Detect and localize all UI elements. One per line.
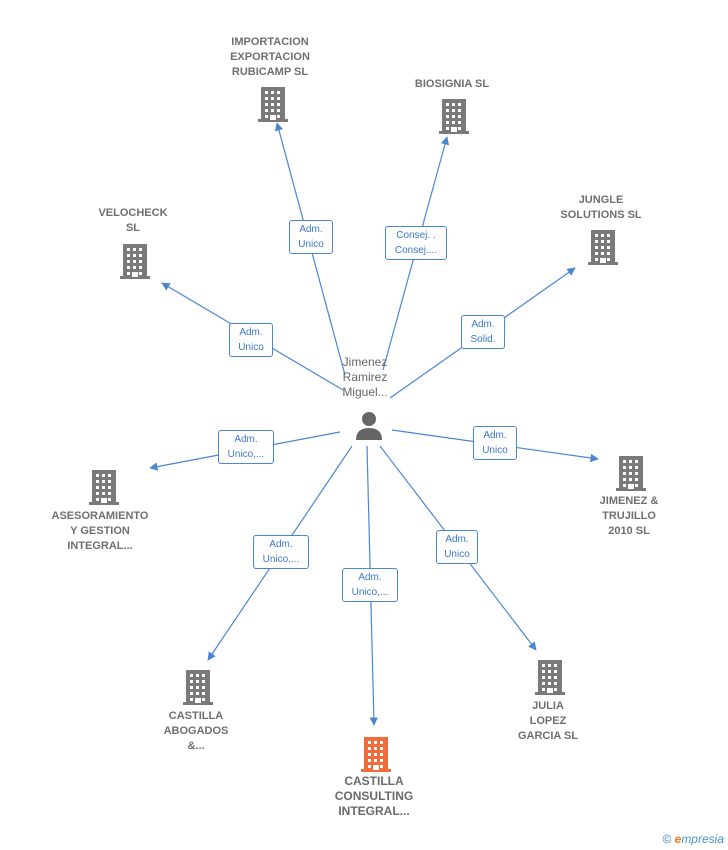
company-name-castilla-consulting[interactable]: CASTILLA CONSULTING INTEGRAL... xyxy=(334,774,414,818)
building-icon[interactable] xyxy=(361,736,391,777)
company-name-jimenez-trujillo[interactable]: JIMENEZ & TRUJILLO 2010 SL xyxy=(599,495,659,537)
building-icon[interactable] xyxy=(183,669,213,710)
copyright-icon: © xyxy=(662,832,672,846)
building-icon[interactable] xyxy=(616,455,646,496)
relation-box-julia[interactable]: Adm. Unico xyxy=(436,530,478,564)
relation-box-castilla-abogados[interactable]: Adm. Unico,... xyxy=(253,535,309,569)
relation-box-jimenez-trujillo[interactable]: Adm. Unico xyxy=(473,426,517,460)
relation-box-importacion[interactable]: Adm. Unico xyxy=(289,220,333,254)
building-icon[interactable] xyxy=(120,243,150,284)
building-icon[interactable] xyxy=(588,229,618,270)
relation-box-castilla-consulting[interactable]: Adm. Unico,... xyxy=(342,568,398,602)
relation-box-jungle[interactable]: Adm. Solid. xyxy=(461,315,505,349)
company-name-castilla-abogados[interactable]: CASTILLA ABOGADOS &... xyxy=(163,710,229,752)
building-icon[interactable] xyxy=(89,469,119,510)
company-name-biosignia[interactable]: BIOSIGNIA SL xyxy=(414,78,490,90)
company-name-velocheck[interactable]: VELOCHECK SL xyxy=(98,207,168,234)
brand-logo: empresia xyxy=(674,832,724,846)
company-name-jungle[interactable]: JUNGLE SOLUTIONS SL xyxy=(560,194,642,221)
building-icon[interactable] xyxy=(535,659,565,700)
relation-box-velocheck[interactable]: Adm. Unico xyxy=(229,323,273,357)
person-icon[interactable] xyxy=(354,410,384,445)
company-name-julia[interactable]: JULIA LOPEZ GARCIA SL xyxy=(517,700,579,742)
relation-box-asesoramiento[interactable]: Adm. Unico,... xyxy=(218,430,274,464)
building-icon[interactable] xyxy=(439,98,469,139)
building-icon[interactable] xyxy=(258,86,288,127)
company-name-importacion[interactable]: IMPORTACION EXPORTACION RUBICAMP SL xyxy=(230,36,310,78)
center-person-name[interactable]: Jimenez Ramirez Miguel... xyxy=(342,355,388,399)
relation-box-biosignia[interactable]: Consej. . Consej.... xyxy=(385,226,447,260)
company-name-asesoramiento[interactable]: ASESORAMIENTO Y GESTION INTEGRAL... xyxy=(51,510,149,552)
footer-brand: © empresia xyxy=(662,832,724,846)
